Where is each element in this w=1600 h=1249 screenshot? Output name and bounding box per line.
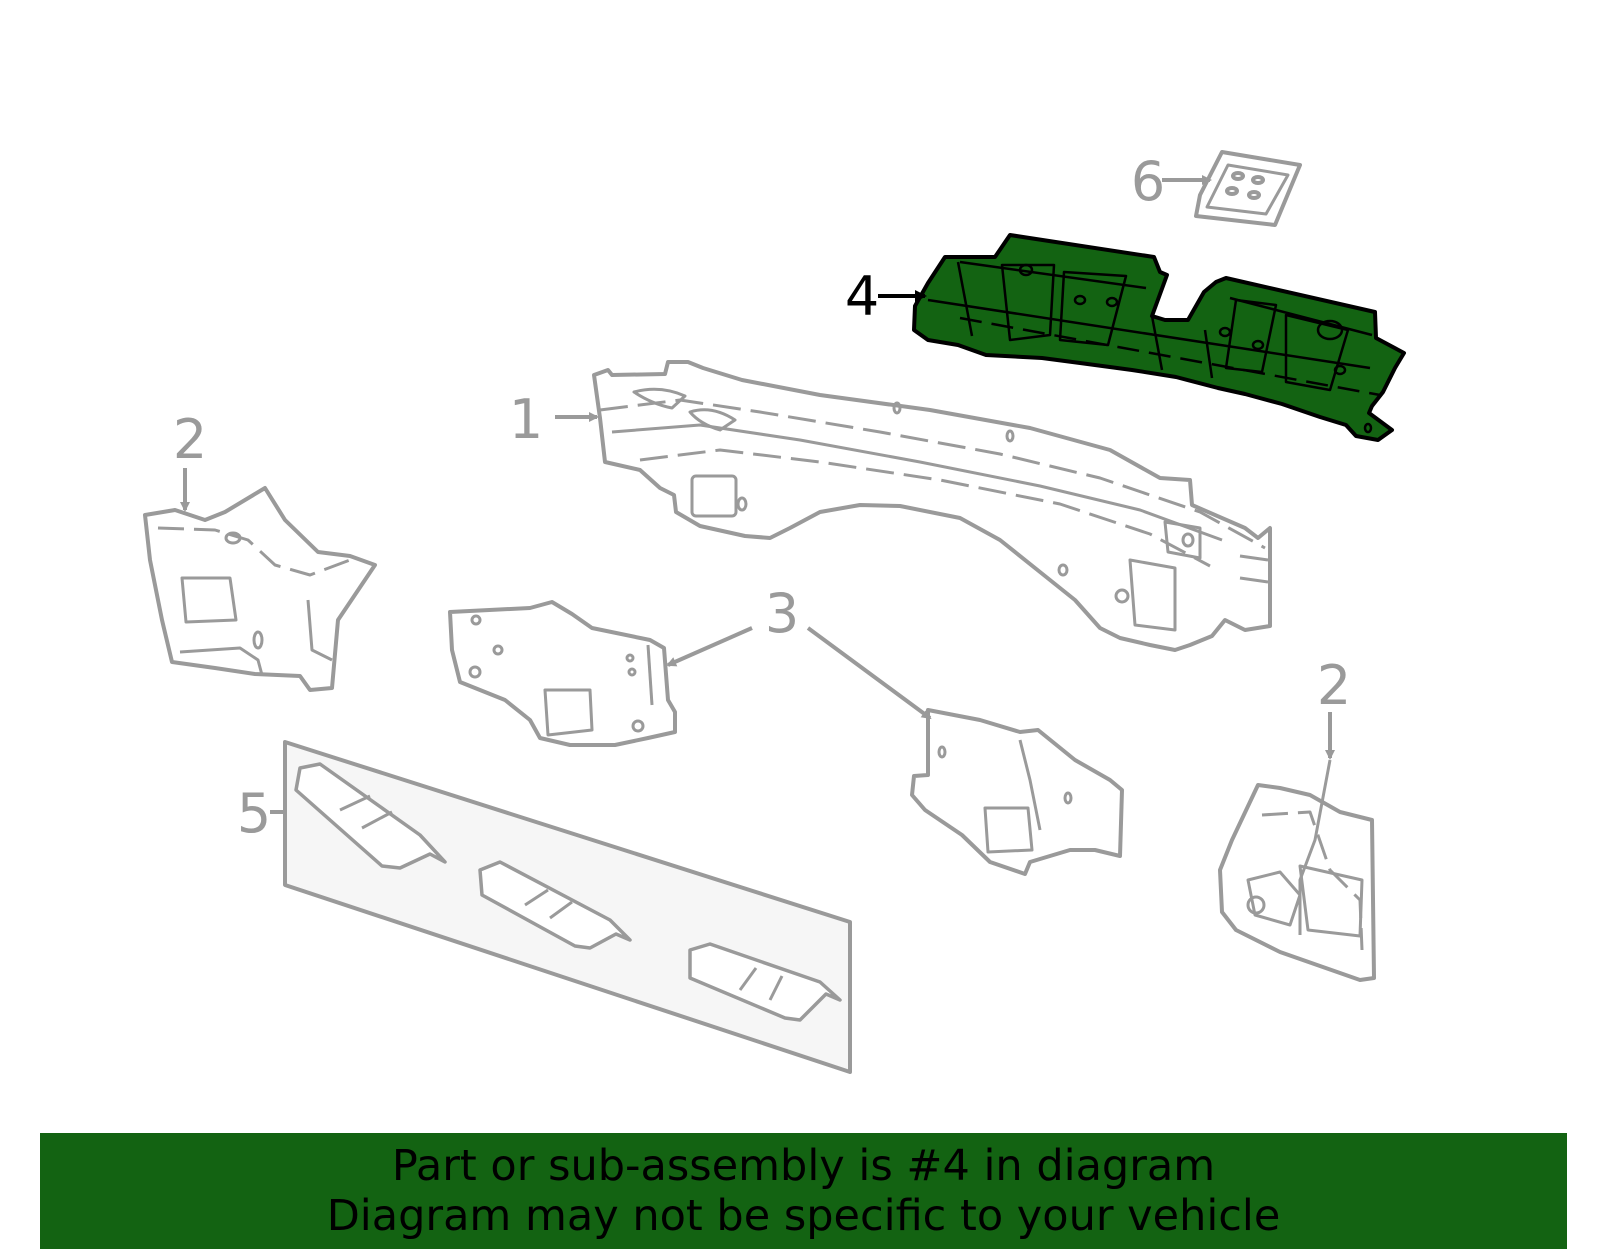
part-2-right-bracket[interactable] bbox=[1218, 759, 1376, 982]
callout-1: 1 bbox=[509, 388, 543, 451]
part-3-left-plate[interactable] bbox=[448, 600, 677, 747]
part-1-rail[interactable] bbox=[592, 360, 1272, 652]
callout-5: 5 bbox=[237, 782, 271, 845]
leader-lines bbox=[180, 175, 1335, 814]
part-5-panel[interactable] bbox=[283, 740, 852, 1074]
callout-2-left: 2 bbox=[173, 408, 207, 471]
part-6-bracket[interactable] bbox=[1194, 150, 1302, 227]
callout-2-right: 2 bbox=[1317, 654, 1351, 717]
info-banner: Part or sub-assembly is #4 in diagram Di… bbox=[40, 1133, 1567, 1249]
part-4-panel[interactable] bbox=[912, 233, 1406, 442]
banner-line-1: Part or sub-assembly is #4 in diagram bbox=[391, 1141, 1216, 1191]
callout-4: 4 bbox=[845, 265, 879, 328]
callout-6: 6 bbox=[1131, 150, 1165, 213]
banner-line-2: Diagram may not be specific to your vehi… bbox=[326, 1191, 1281, 1241]
parts-diagram: 1 2 2 3 4 5 6 bbox=[143, 150, 1406, 1074]
part-3-right-plate[interactable] bbox=[910, 708, 1124, 876]
callout-3: 3 bbox=[765, 582, 799, 645]
part-2-left-bracket[interactable] bbox=[143, 486, 377, 692]
